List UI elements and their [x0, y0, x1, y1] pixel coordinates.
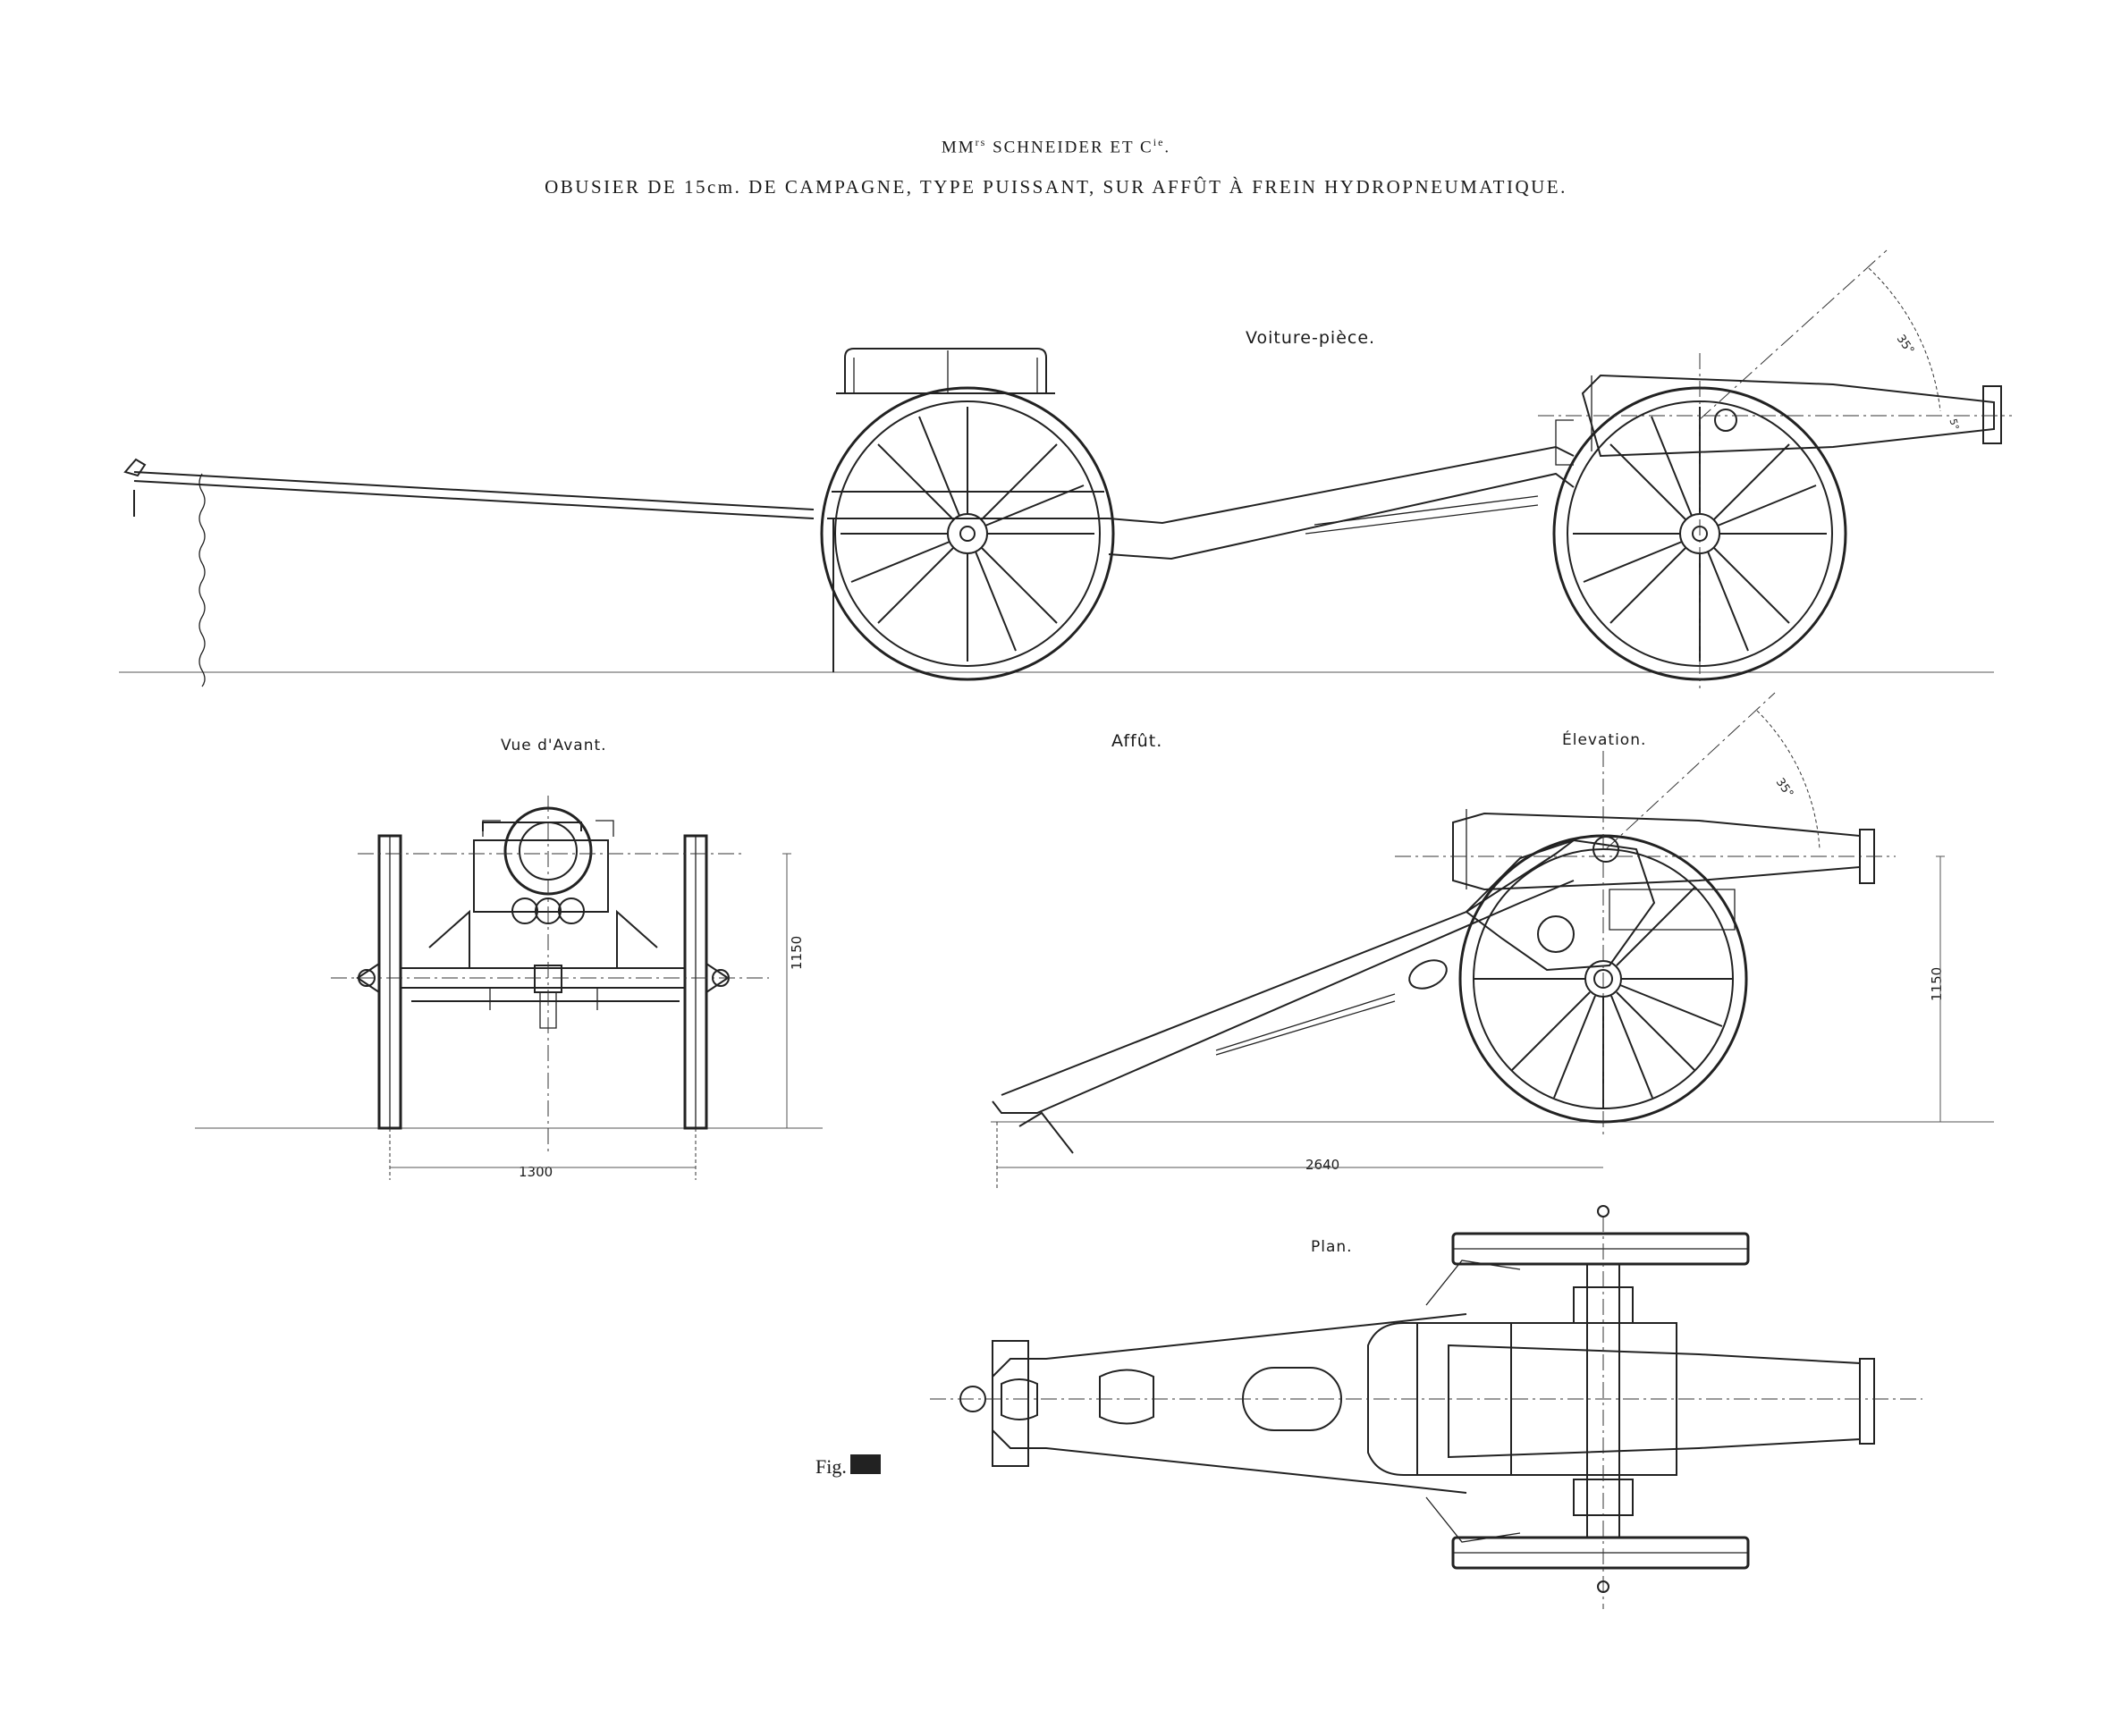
trail-upper	[1108, 445, 1575, 525]
label-elevation: Élevation.	[1562, 731, 1647, 749]
elevation-barrel	[1452, 812, 1861, 891]
plan-trail-upper	[992, 1313, 1467, 1378]
voiture-piece-view	[119, 249, 2012, 688]
dim-side-length: 2640	[1305, 1157, 1340, 1173]
pole-hook	[123, 458, 147, 517]
pole-chain	[199, 473, 206, 687]
plan-trail-lower	[992, 1429, 1467, 1494]
elevation-cradle	[1465, 839, 1656, 972]
trail-lower	[1108, 472, 1575, 560]
muzzle-top	[1982, 385, 2002, 444]
front-view	[195, 796, 823, 1180]
figure-tag-box	[850, 1454, 881, 1474]
plan-view	[930, 1205, 1922, 1609]
drawing-title: OBUSIER DE 15cm. DE CAMPAGNE, TYPE PUISS…	[545, 176, 1567, 198]
label-voiture-piece: Voiture-pièce.	[1246, 328, 1376, 348]
elevation-view	[991, 692, 1994, 1189]
label-vue-avant: Vue d'Avant.	[501, 737, 607, 754]
elevation-trail-lower	[992, 880, 1575, 1114]
maker-heading: MMrs SCHNEIDER ET Cie.	[941, 136, 1171, 157]
limber-wheel	[820, 386, 1115, 681]
limber-pole	[133, 471, 815, 510]
label-plan: Plan.	[1311, 1238, 1353, 1256]
limber-rail	[844, 348, 1047, 394]
label-affut: Affût.	[1111, 731, 1163, 751]
recoil-rod	[1305, 495, 1539, 535]
